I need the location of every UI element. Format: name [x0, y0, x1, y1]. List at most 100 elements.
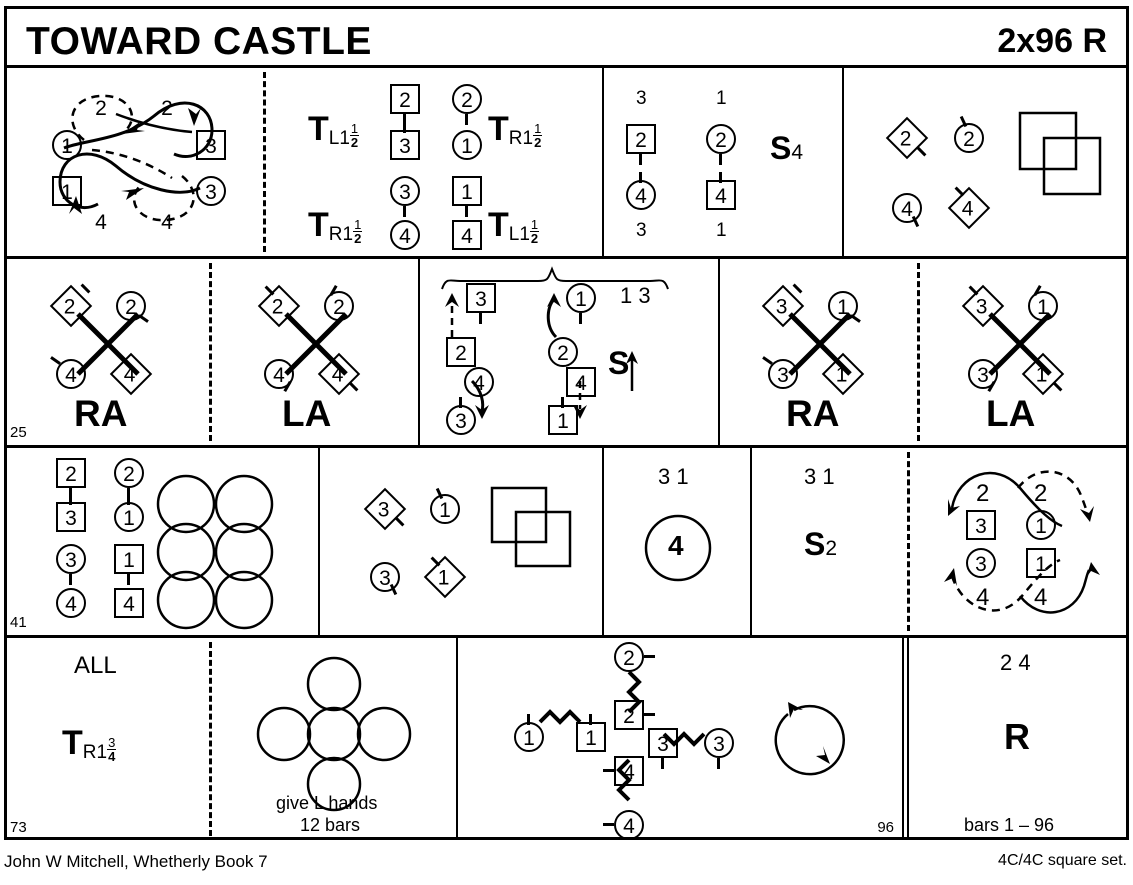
position-label-top-right: 1 [716, 88, 727, 109]
set-figure-s2: S2 [804, 526, 837, 563]
set-type-label: 4C/4C square set. [998, 852, 1127, 869]
dancer-4-circle: 4 [614, 810, 644, 840]
dancer-2-square: 2 [446, 337, 476, 367]
facing-tick [479, 313, 482, 324]
dancer-2-square: 2 [614, 700, 644, 730]
facing-tick [127, 574, 130, 585]
facing-tick [403, 122, 406, 133]
token-label: 2 [333, 296, 345, 319]
facing-tick [639, 154, 642, 165]
facing-tick [603, 769, 614, 772]
bar-number-41: 41 [10, 614, 27, 631]
facing-tick [127, 494, 130, 505]
dancer-4-circle: 4 [390, 220, 420, 250]
dancer-4-square: 4 [566, 367, 596, 397]
row3-cell-petronella-2: 3 1 3 1 [320, 448, 604, 635]
token-label: 2 [125, 296, 137, 319]
facing-tick [403, 114, 406, 125]
dancer-4-circle: 4 [56, 588, 86, 618]
figure-glyph: S [804, 526, 826, 562]
turn-t-glyph: T [488, 110, 509, 148]
give-hands-caption: give L hands [276, 793, 378, 813]
dancer-3-circle: 3 [196, 176, 226, 206]
facing-tick [644, 655, 655, 658]
dancer-2-circle: 2 [116, 291, 146, 321]
facing-tick [527, 714, 530, 725]
all-label: ALL [74, 652, 117, 679]
facing-tick [603, 823, 614, 826]
dancer-3-circle: 3 [968, 359, 998, 389]
token-label: 1 [1035, 363, 1048, 387]
hands-across-cross [988, 312, 1052, 376]
turn-t-glyph: T [308, 206, 329, 244]
dancer-2-square: 2 [626, 124, 656, 154]
token-label: 1 [557, 410, 569, 433]
figure-sub: 4 [791, 141, 804, 164]
token-label: 4 [473, 372, 485, 395]
dancer-2-circle: 2 [954, 123, 984, 153]
author-credit: John W Mitchell, Whetherly Book 7 [4, 852, 268, 871]
dancer-1-square: 1 [452, 176, 482, 206]
row4-cell-cross-chain: 96 2 2 1 1 3 3 [458, 638, 909, 840]
count-label-4-right: 4 [1034, 584, 1048, 611]
token-label: 3 [975, 295, 988, 319]
position-label: 3 1 [804, 464, 835, 489]
row2-cell-ra-2: 3 1 3 1 RA [720, 259, 920, 445]
dancer-1-circle: 1 [430, 494, 460, 524]
dancer-4-square: 4 [614, 756, 644, 786]
page-title: TOWARD CASTLE [26, 20, 372, 63]
circle-bars-count: 4 [668, 530, 684, 561]
token-label: 1 [575, 288, 587, 311]
repeat-figure-r: R [1004, 716, 1030, 757]
bar-number-96: 96 [877, 819, 894, 836]
dancer-1-circle: 1 [52, 130, 82, 160]
facing-tick [661, 758, 664, 769]
token-label: 2 [63, 295, 76, 319]
hands-across-cross [76, 312, 140, 376]
token-label: 3 [977, 364, 989, 387]
count-label-2-right: 2 [1034, 480, 1048, 507]
row-bars-41-72: 41 2 2 3 1 3 1 4 4 [4, 448, 1129, 638]
dancer-4-square: 4 [452, 220, 482, 250]
dancer-4-circle: 4 [464, 367, 494, 397]
circle-round-icon [644, 514, 712, 582]
dancer-4-square: 4 [114, 588, 144, 618]
count-label-4-left: 4 [976, 584, 990, 611]
token-label: 1 [837, 296, 849, 319]
facing-tick [719, 172, 722, 183]
brace-label-1-3: 1 3 [620, 283, 651, 308]
bars-range-caption: bars 1 – 96 [964, 815, 1055, 835]
dancer-4-dashed-bottom: 4 [161, 211, 173, 234]
row1-cell-petronella: 2 2 4 4 [844, 68, 1129, 256]
token-label: 2 [963, 128, 975, 151]
figure-glyph: S [770, 130, 792, 166]
title-bar: TOWARD CASTLE 2x96 R [4, 6, 1129, 68]
row2-cell-set-and-link: 3 1 2 2 4 4 3 1 1 3 S [420, 259, 720, 445]
row3-cell-crossover: 2 2 3 1 3 1 4 4 [910, 448, 1129, 635]
row1-cell-set-s4: 3 1 3 1 2 2 4 4 S4 [604, 68, 844, 256]
dancer-4-square: 4 [706, 180, 736, 210]
facing-tick [69, 494, 72, 505]
token-label: 2 [271, 295, 284, 319]
bar-number-73: 73 [10, 819, 27, 836]
six-circles-formation [156, 474, 274, 630]
dancer-4-circle: 4 [264, 359, 294, 389]
token-label: 1 [835, 363, 848, 387]
dancer-1-square: 1 [576, 722, 606, 752]
facing-tick [579, 313, 582, 324]
dancer-3-circle: 3 [56, 544, 86, 574]
dancer-1-circle: 1 [514, 722, 544, 752]
position-label-bottom-left: 3 [636, 220, 647, 241]
token-label: 4 [123, 363, 136, 387]
dancer-2-circle: 2 [706, 124, 736, 154]
facing-tick [639, 172, 642, 183]
